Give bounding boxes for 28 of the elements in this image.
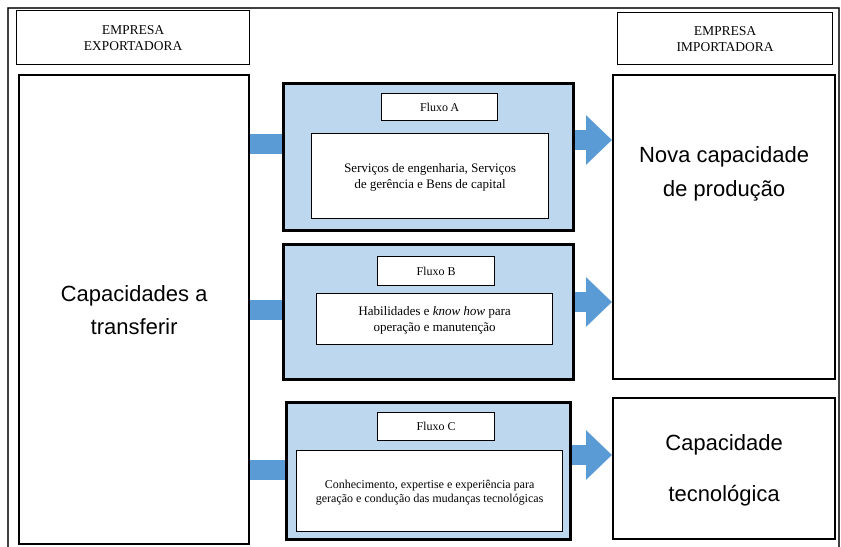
block-arrow: [572, 430, 612, 480]
flow-panel: [285, 401, 572, 541]
flow-title-box: [377, 256, 495, 286]
result-box: [612, 74, 836, 380]
header-box: [16, 10, 250, 65]
box-text: Capacidade tecnológica: [664, 428, 784, 508]
flow-title: Fluxo C: [416, 419, 456, 434]
flow-description-box: [316, 293, 553, 345]
flow-panel: [282, 243, 575, 381]
flow-title: Fluxo B: [416, 264, 456, 278]
box-text: Capacidades a transferir: [60, 280, 208, 340]
box-text: Conhecimento, expertise e experiência para geração e condução das mudanças tecnológicas: [314, 476, 544, 506]
box-text: Nova capacidade de produção: [638, 141, 810, 204]
block-arrow: [575, 115, 612, 165]
flow-title-box: [377, 412, 495, 441]
box-text: EMPRESA IMPORTADORA: [675, 22, 775, 54]
box-text: Serviços de engenharia, Serviços de gerência e Bens de capital: [343, 160, 517, 192]
flow-title: Fluxo A: [420, 100, 459, 114]
result-box: [612, 397, 836, 540]
flow-description-box: [311, 133, 549, 219]
box-text: Habilidades e know how para operação e manutenção: [357, 303, 512, 335]
box-text: EMPRESA EXPORTADORA: [82, 22, 184, 54]
flow-panel: [282, 82, 575, 232]
header-box: [617, 12, 833, 65]
block-arrow: [575, 277, 612, 327]
flow-description-box: [296, 450, 563, 532]
flow-title-box: [381, 93, 498, 121]
capability-box: [18, 74, 250, 545]
